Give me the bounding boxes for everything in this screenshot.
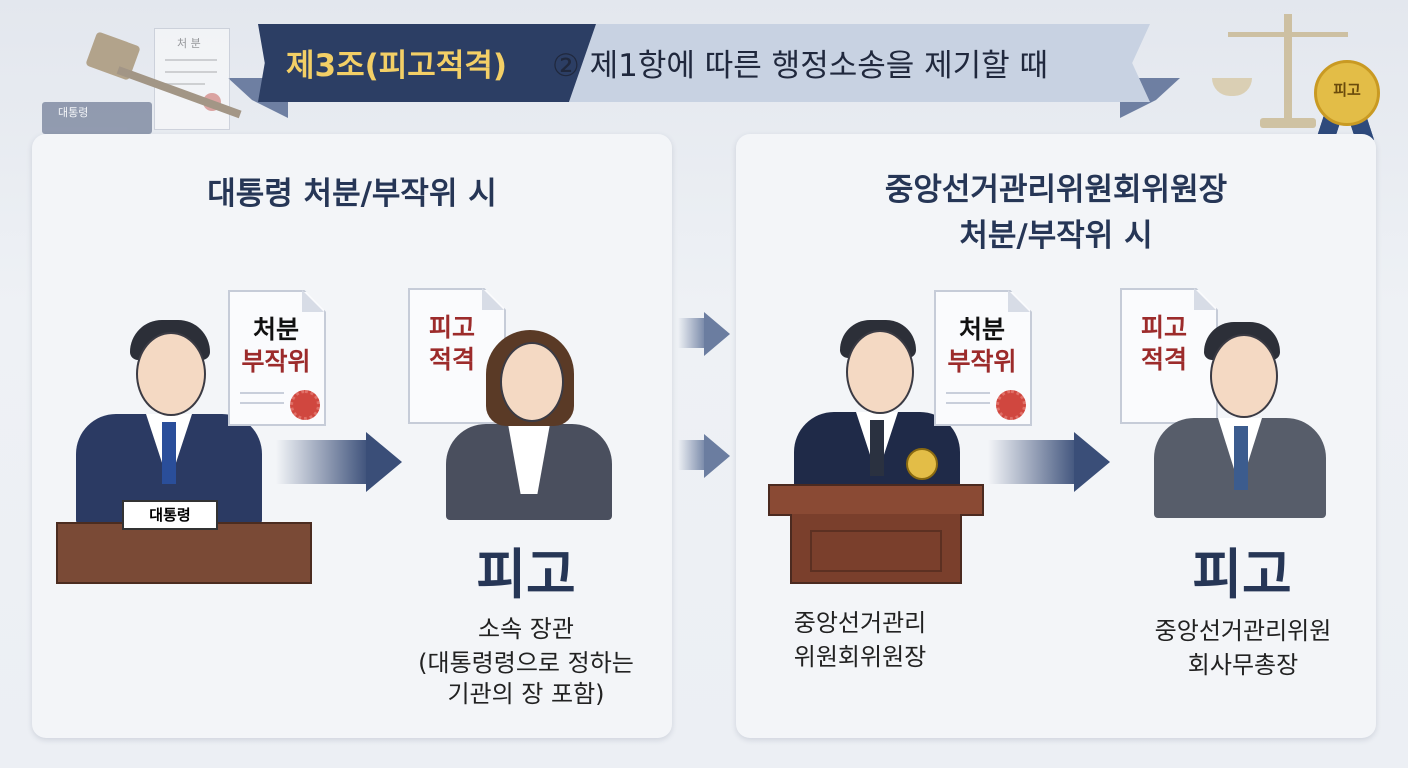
desk-nameplate-text: 대통령 xyxy=(149,506,191,524)
doc-line-2: 부작위 xyxy=(947,347,1017,376)
header-subtitle: ② 제1항에 따른 행정소송을 제기할 때 xyxy=(552,48,1049,84)
medal-icon: 피고 xyxy=(1310,60,1380,150)
gavel-icon: 처 분 대통령 xyxy=(40,20,260,140)
right-panel-title-line-2: 처분/부작위 시 xyxy=(959,218,1153,254)
arrow-right-icon xyxy=(704,312,730,356)
doc-line-1: 피고 xyxy=(428,313,475,342)
right-defendant-label: 피고 xyxy=(1192,543,1292,606)
doc-line-2: 적격 xyxy=(428,345,475,374)
gavel-plate-label: 대통령 xyxy=(58,106,89,119)
standing-document xyxy=(1120,288,1218,424)
president-figure xyxy=(76,318,266,528)
doc-rule xyxy=(240,402,284,404)
podium xyxy=(768,484,984,584)
left-defendant-line-2: (대통령령으로 정하는 xyxy=(418,649,634,677)
secretary-general-figure xyxy=(1154,318,1330,518)
left-defendant-line-3: 기관의 장 포함) xyxy=(447,680,605,708)
right-panel-title-line-1: 중앙선거관리위원회위원장 xyxy=(884,172,1228,208)
header-ribbon-accent xyxy=(258,24,596,102)
right-defendant-line-2: 회사무총장 xyxy=(1187,651,1299,679)
left-defendant-label: 피고 xyxy=(476,543,576,606)
doc-line-2: 부작위 xyxy=(241,347,311,376)
right-defendant-line-1: 중앙선거관리위원 xyxy=(1154,617,1332,645)
doc-rule xyxy=(240,392,284,394)
badge-icon xyxy=(906,448,938,480)
arrow-right-icon xyxy=(704,434,730,478)
minister-figure xyxy=(446,320,616,520)
paper-icon: 처 분 xyxy=(154,28,230,130)
arrow-shaft xyxy=(678,318,708,348)
doc-rule xyxy=(946,392,990,394)
arrow-shaft xyxy=(678,440,708,470)
doc-rule xyxy=(946,402,990,404)
chairman-label-line-2: 위원회위원장 xyxy=(793,643,927,671)
seal-icon xyxy=(996,390,1026,420)
chairman-label-line-1: 중앙선거관리 xyxy=(793,609,927,637)
president-desk xyxy=(56,522,312,584)
arrow-shaft xyxy=(276,440,370,484)
seal-icon xyxy=(290,390,320,420)
doc-line-1: 처분 xyxy=(252,315,299,344)
scales-icon xyxy=(1208,6,1368,134)
desk-nameplate: 대통령 xyxy=(122,500,218,530)
medal-label: 피고 xyxy=(1333,81,1361,99)
arrow-shaft xyxy=(988,440,1080,484)
paper-label: 처 분 xyxy=(177,37,201,50)
header-title: 제3조(피고적격) xyxy=(286,48,508,84)
doc-line-1: 피고 xyxy=(1140,313,1187,342)
left-panel-title-text: 대통령 처분/부작위 시 xyxy=(207,176,497,212)
doc-line-1: 처분 xyxy=(958,315,1005,344)
doc-line-2: 적격 xyxy=(1140,345,1187,374)
left-defendant-line-1: 소속 장관 xyxy=(478,615,574,643)
